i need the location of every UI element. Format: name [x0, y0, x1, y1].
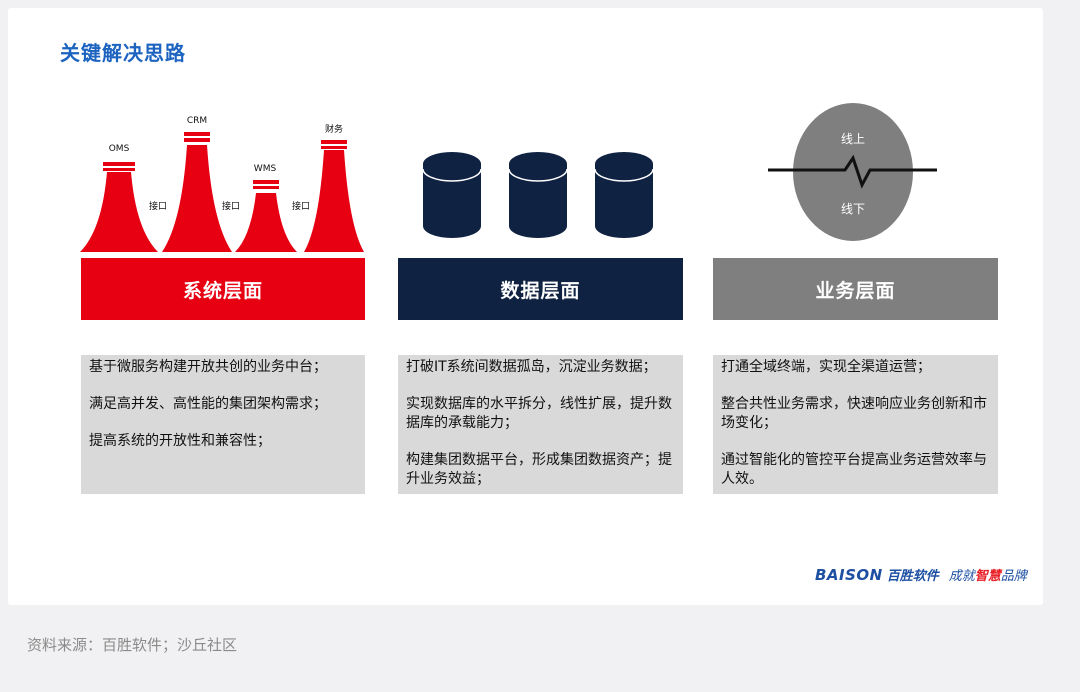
- online-label: 线上: [840, 132, 866, 146]
- business-item-3: 通过智能化的管控平台提高业务运营效率与人效。: [721, 452, 987, 487]
- chimney-crm: [162, 132, 232, 252]
- business-level-bar: 业务层面: [713, 258, 998, 320]
- logo-slogan-post: 品牌: [1000, 569, 1027, 584]
- interface-label-2: 接口: [221, 202, 241, 212]
- chimney-wms: [235, 180, 297, 252]
- logo-slogan: 成就智慧品牌: [949, 565, 1027, 584]
- system-item-2: 满足高并发、高性能的集团架构需求；: [89, 396, 327, 412]
- data-item-2: 实现数据库的水平拆分，线性扩展，提升数据库的承载能力；: [406, 396, 672, 431]
- data-level-bar: 数据层面: [398, 258, 683, 320]
- logo-slogan-pre: 成就: [948, 569, 975, 584]
- system-level-bar: 系统层面: [81, 258, 365, 320]
- chimney-oms: [80, 162, 158, 252]
- interface-label-3: 接口: [291, 202, 311, 212]
- baison-logo: BAISON 百胜软件 成就智慧品牌: [815, 565, 1027, 584]
- chimney-label-wms: WMS: [253, 164, 277, 174]
- system-description-box: 基于微服务构建开放共创的业务中台； 满足高并发、高性能的集团架构需求； 提高系统…: [81, 355, 365, 494]
- database-cylinder-3: [594, 152, 654, 238]
- data-item-1: 打破IT系统间数据孤岛，沉淀业务数据；: [406, 359, 657, 375]
- business-description-box: 打通全域终端，实现全渠道运营； 整合共性业务需求，快速响应业务创新和市场变化； …: [713, 355, 998, 494]
- logo-slogan-highlight: 智慧: [974, 569, 1001, 584]
- interface-label-1: 接口: [148, 202, 168, 212]
- system-item-1: 基于微服务构建开放共创的业务中台；: [89, 359, 327, 375]
- business-item-1: 打通全域终端，实现全渠道运营；: [721, 359, 931, 375]
- chimney-label-oms: OMS: [108, 144, 130, 154]
- database-cylinder-1: [422, 152, 482, 238]
- chimney-label-finance: 财务: [324, 125, 344, 135]
- page-title: 关键解决思路: [60, 41, 186, 65]
- offline-label: 线下: [840, 202, 866, 216]
- data-item-3: 构建集团数据平台，形成集团数据资产；提升业务效益；: [406, 452, 672, 487]
- database-cylinder-2: [508, 152, 568, 238]
- business-item-2: 整合共性业务需求，快速响应业务创新和市场变化；: [721, 396, 987, 431]
- online-offline-circle: [768, 103, 937, 241]
- chimney-finance: [304, 140, 364, 252]
- logo-cn: 百胜软件: [886, 569, 939, 584]
- system-item-3: 提高系统的开放性和兼容性；: [89, 433, 271, 449]
- logo-brand: BAISON: [815, 566, 883, 584]
- chimney-label-crm: CRM: [186, 116, 208, 126]
- source-caption: 资料来源：百胜软件；沙丘社区: [27, 636, 238, 654]
- data-description-box: 打破IT系统间数据孤岛，沉淀业务数据； 实现数据库的水平拆分，线性扩展，提升数据…: [398, 355, 683, 494]
